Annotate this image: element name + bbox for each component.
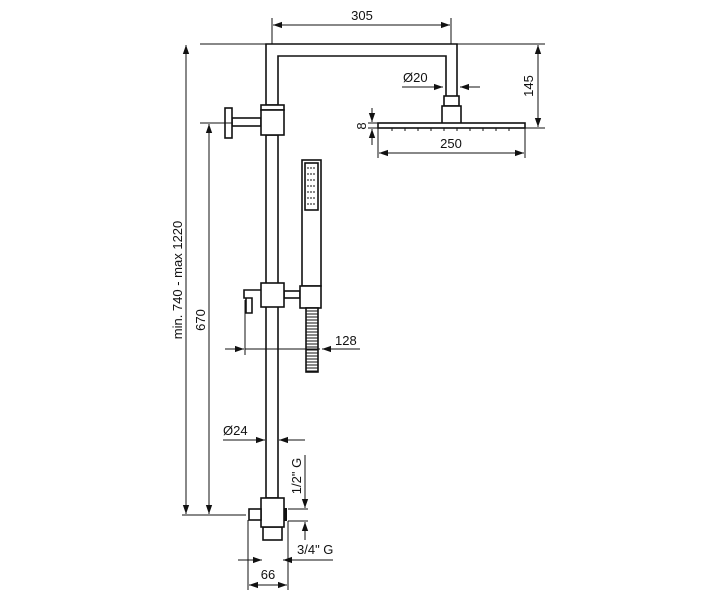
dim-outlet-thread: 3/4" G xyxy=(297,542,333,557)
dim-head-thickness: 8 xyxy=(354,122,369,129)
diverter-knob xyxy=(248,508,262,521)
top-connector xyxy=(260,109,285,136)
dim-arm-length: 305 xyxy=(351,8,373,23)
dim-base-width: 66 xyxy=(261,567,275,582)
head-nut xyxy=(441,105,462,125)
hose-ribs xyxy=(306,310,318,372)
slider-arm xyxy=(283,290,301,299)
dim-inlet-thread: 1/2" G xyxy=(289,458,304,494)
head-collar xyxy=(443,95,460,107)
outlet-nipple xyxy=(262,526,283,541)
wall-bracket-stem xyxy=(231,117,262,127)
dim-arm-diameter: Ø20 xyxy=(403,70,428,85)
diverter-block xyxy=(260,497,285,528)
dim-total-height: min. 740 - max 1220 xyxy=(170,221,185,340)
hand-shower-holder xyxy=(299,285,322,309)
dim-rail-height: 670 xyxy=(193,309,208,331)
dim-head-width: 250 xyxy=(440,136,462,151)
shower-rail xyxy=(265,134,279,499)
hand-shower-nozzles xyxy=(307,167,316,205)
dim-hand-shower-offset: 128 xyxy=(335,333,357,348)
dim-rail-diameter: Ø24 xyxy=(223,423,248,438)
dim-arm-height: 145 xyxy=(521,75,536,97)
shower-head-nozzles xyxy=(391,128,510,131)
slider-lever xyxy=(243,289,261,314)
inlet-fitting xyxy=(284,508,287,521)
rain-shower-head xyxy=(377,122,526,129)
overhead-arm xyxy=(265,43,458,106)
slider-block xyxy=(260,282,285,308)
